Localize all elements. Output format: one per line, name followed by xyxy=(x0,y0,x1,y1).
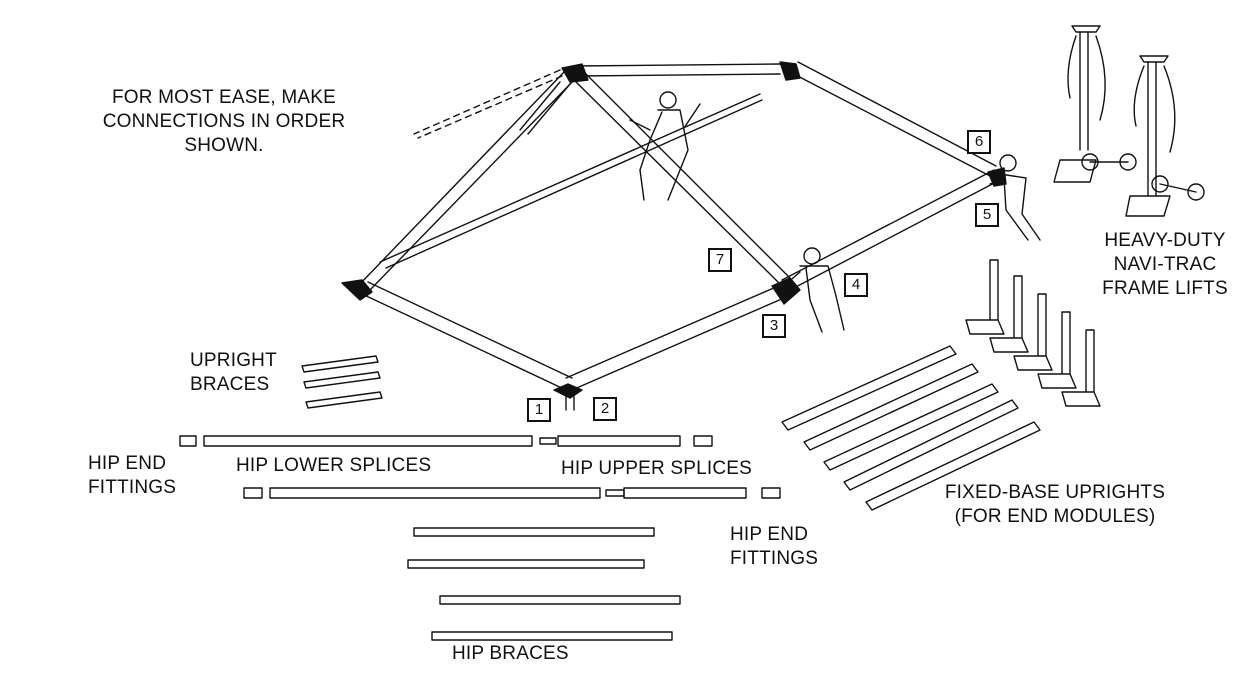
hip-end-fittings-left-line-2: FITTINGS xyxy=(88,477,177,498)
fixed-base-plates xyxy=(965,259,1101,407)
roof-frame xyxy=(357,61,1001,411)
hip-end-fittings-right-line-1: HIP END xyxy=(730,524,809,545)
upright-braces-line-1: UPRIGHT xyxy=(190,350,277,371)
step-badge-6: 6 xyxy=(967,130,991,154)
step-badge-7: 7 xyxy=(708,248,732,272)
instruction-line-3: SHOWN. xyxy=(184,135,264,156)
hip-end-fittings-right-label: HIP END FITTINGS xyxy=(730,523,818,571)
hip-braces-label: HIP BRACES xyxy=(452,643,569,664)
hip-lower-splices-label: HIP LOWER SPLICES xyxy=(236,455,432,476)
instruction-note: FOR MOST EASE, MAKE CONNECTIONS IN ORDER… xyxy=(86,86,362,158)
hip-end-fittings-left-label: HIP END FITTINGS xyxy=(88,452,176,500)
upright-braces xyxy=(301,355,383,409)
step-badge-4: 4 xyxy=(844,273,868,297)
instruction-line-1: FOR MOST EASE, MAKE xyxy=(111,87,337,108)
fixed-base-upright-tubes xyxy=(781,345,1041,511)
frame-lifts-label: HEAVY-DUTY NAVI-TRAC FRAME LIFTS xyxy=(1090,229,1240,301)
hip-upper-splices-label: HIP UPPER SPLICES xyxy=(561,458,753,479)
step-badge-2: 2 xyxy=(593,397,617,421)
frame-lift-1 xyxy=(1053,25,1137,183)
frame-lifts-line-2: NAVI-TRAC xyxy=(1113,254,1217,275)
frame-lifts-line-3: FRAME LIFTS xyxy=(1102,278,1228,299)
hip-end-fittings-left-line-1: HIP END xyxy=(88,453,167,474)
worker-figure-right xyxy=(785,247,845,333)
frame-lifts-line-1: HEAVY-DUTY xyxy=(1104,230,1226,251)
hip-splice-rows xyxy=(179,435,781,499)
frame-lift-2 xyxy=(1125,55,1205,217)
hip-end-fittings-right-line-2: FITTINGS xyxy=(730,548,819,569)
fixed-base-uprights-label: FIXED-BASE UPRIGHTS (FOR END MODULES) xyxy=(932,481,1178,529)
hip-braces xyxy=(407,527,681,641)
step-badge-1: 1 xyxy=(527,398,551,422)
upright-braces-label: UPRIGHT BRACES xyxy=(190,349,277,397)
step-badge-3: 3 xyxy=(762,314,786,338)
step-badge-5: 5 xyxy=(975,203,999,227)
worker-figure-far-right xyxy=(989,154,1041,241)
instruction-line-2: CONNECTIONS IN ORDER xyxy=(102,111,346,132)
fixed-base-uprights-line-1: FIXED-BASE UPRIGHTS xyxy=(944,482,1166,503)
fixed-base-uprights-line-2: (FOR END MODULES) xyxy=(954,506,1156,527)
worker-figure-top xyxy=(629,91,701,201)
upright-braces-line-2: BRACES xyxy=(190,374,270,395)
corner-fittings xyxy=(341,61,1007,399)
